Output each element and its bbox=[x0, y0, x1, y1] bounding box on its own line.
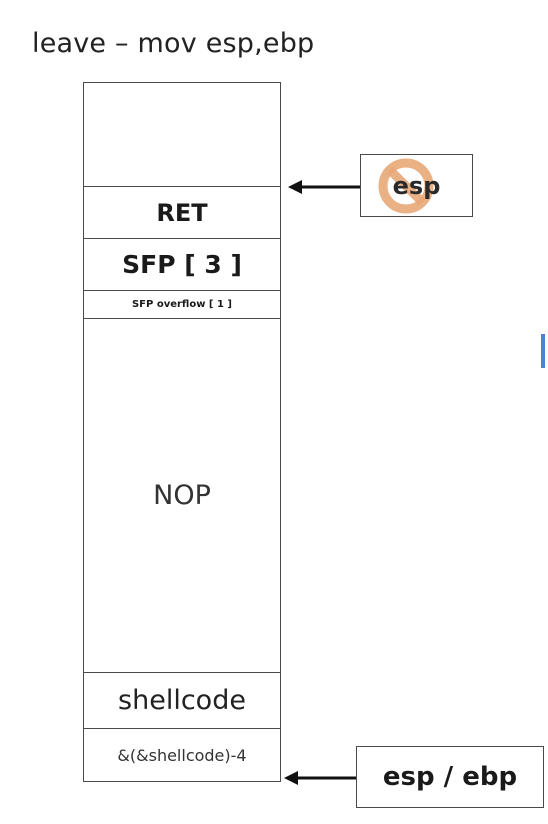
esp-ebp-pointer-box: esp / ebp bbox=[356, 746, 544, 808]
diagram-title: leave – mov esp,ebp bbox=[32, 28, 315, 59]
stack-cell-ret: RET bbox=[84, 187, 280, 239]
prohibited-icon bbox=[378, 158, 434, 214]
old-esp-label: esp bbox=[392, 171, 441, 200]
old-esp-arrow bbox=[288, 180, 360, 194]
edge-accent-mark bbox=[541, 334, 545, 368]
old-esp-pointer-box: esp bbox=[360, 154, 473, 217]
stack-cell-empty bbox=[84, 83, 280, 187]
stack-cell-shellcode-address: &(&shellcode)-4 bbox=[117, 745, 247, 765]
stack-cell-nop: NOP bbox=[84, 319, 280, 673]
stack-cell-sfp-overflow: SFP overflow [ 1 ] bbox=[84, 291, 280, 319]
stack-cell-sfp: SFP [ 3 ] bbox=[84, 239, 280, 291]
esp-ebp-arrow bbox=[284, 771, 356, 785]
stack-cell-shellcode: shellcode bbox=[84, 673, 280, 729]
stack-diagram: RET SFP [ 3 ] SFP overflow [ 1 ] NOP she… bbox=[83, 82, 281, 782]
